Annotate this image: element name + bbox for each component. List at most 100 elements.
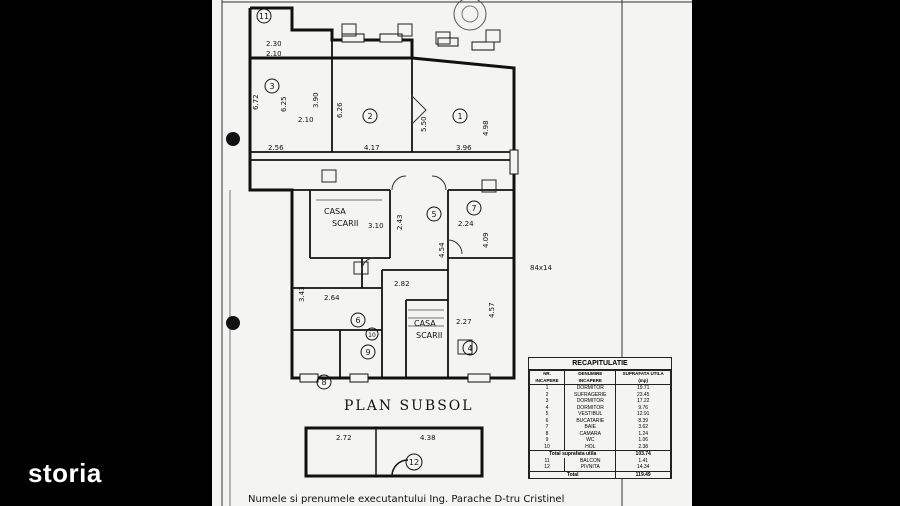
- dim-label: 4.54: [438, 242, 446, 258]
- dim-label: 3.43: [298, 286, 306, 302]
- room-number-labels: 1 2 3 4 5 6 7 8 9 10 11 12: [259, 12, 477, 467]
- recap-grand-total-label: Total: [528, 470, 617, 478]
- room-2-number: 2: [367, 112, 372, 121]
- dimension-labels: 2.30 2.10 6.72 6.25 3.90 2.10 6.26 5.50 …: [252, 40, 553, 326]
- floor-plan-sheet: 1 2 3 4 5 6 7 8 9 10 11 12 2.30 2.10 6.7…: [212, 0, 692, 506]
- basement-dim-1: 2.72: [336, 434, 352, 442]
- interior-walls: [250, 40, 514, 378]
- room-1-number: 1: [457, 112, 462, 121]
- plan-title: PLAN SUBSOL: [344, 398, 474, 414]
- exterior-walls: [248, 6, 516, 380]
- room-4-number: 4: [467, 344, 472, 353]
- binder-hole-bottom: [226, 316, 240, 330]
- table-cell: 12: [528, 464, 566, 471]
- room-numbers: [256, 8, 482, 471]
- stairs-hatch: [316, 199, 444, 327]
- table-cell: BALCON: [564, 457, 617, 464]
- dim-label: 4.17: [364, 144, 380, 152]
- dim-label: 6.26: [336, 102, 344, 118]
- recap-col-nr: NR. INCAPERE: [528, 370, 566, 385]
- table-cell: 14.34: [615, 464, 671, 471]
- dim-label: 2.64: [324, 294, 340, 302]
- room-6-number: 6: [355, 316, 360, 325]
- dim-label: 5.50: [420, 116, 428, 132]
- room-7-number: 7: [471, 204, 476, 213]
- dim-label: 2.43: [396, 214, 404, 230]
- table-cell: 19.71: [615, 384, 671, 392]
- room-10-number: 10: [368, 332, 376, 339]
- table-cell: 1.41: [615, 457, 671, 464]
- dim-label: 4.57: [488, 302, 496, 318]
- table-cell: VESTIBUL: [564, 411, 617, 418]
- table-cell: 17.22: [615, 398, 671, 405]
- dim-label: 3.90: [312, 92, 320, 108]
- dim-label: 2.10: [266, 50, 282, 58]
- basement-walls: [304, 426, 484, 478]
- table-cell: 2.38: [615, 443, 671, 451]
- table-cell: WC: [564, 437, 617, 444]
- stairwell-label-top-2: SCARII: [332, 219, 358, 228]
- table-cell: DORMITOR: [564, 384, 617, 392]
- room-5-number: 5: [431, 210, 436, 219]
- table-cell: 1: [528, 384, 566, 392]
- table-cell: HOL: [564, 443, 617, 451]
- table-cell: 3.62: [615, 424, 671, 431]
- windows: [299, 33, 519, 383]
- dim-label: 2.30: [266, 40, 282, 48]
- table-cell: 23.45: [615, 391, 671, 398]
- table-cell: DORMITOR: [564, 398, 617, 405]
- executor-footer: Numele si prenumele executantului Ing. P…: [248, 494, 565, 505]
- room-12-number: 12: [409, 458, 419, 467]
- recap-grand-total-value: 119.49: [615, 470, 671, 478]
- room-8-number: 8: [321, 378, 326, 387]
- table-cell: DORMITOR: [564, 404, 617, 411]
- table-cell: SUFRAGERIE: [564, 391, 617, 398]
- dim-label: 6.72: [252, 94, 260, 110]
- table-cell: 1.06: [615, 437, 671, 444]
- recap-col-area: SUPRAFATA UTILA (mp): [615, 370, 671, 385]
- room-9-number: 9: [365, 348, 370, 357]
- stairwell-labels: CASA SCARII CASA SCARII: [324, 207, 442, 340]
- fixtures: [321, 23, 501, 355]
- stamp-seal: [453, 0, 487, 31]
- stairwell-label-bottom-2: SCARII: [416, 331, 442, 340]
- stairwell-label-bottom-1: CASA: [414, 319, 436, 328]
- table-cell: 1.24: [615, 430, 671, 437]
- recap-title: RECAPITULATIE: [529, 358, 671, 370]
- dim-label: 84x14: [530, 264, 553, 272]
- floor-plan-drawing: 1 2 3 4 5 6 7 8 9 10 11 12 2.30 2.10 6.7…: [221, 0, 692, 506]
- dim-label: 3.96: [456, 144, 472, 152]
- table-cell: CAMARA: [564, 430, 617, 437]
- table-cell: 10: [528, 443, 566, 451]
- table-cell: 12.91: [615, 411, 671, 418]
- table-cell: BUCATARIE: [564, 417, 617, 424]
- stairwell-label-top-1: CASA: [324, 207, 346, 216]
- basement-dimensions: 2.72 4.38: [336, 434, 436, 442]
- recap-grid: NR. INCAPERE DENUMIRE INCAPERE SUPRAFATA…: [528, 370, 671, 478]
- table-cell: 8.39: [615, 417, 671, 424]
- brand-logo: storia: [28, 458, 102, 488]
- dim-label: 2.82: [394, 280, 410, 288]
- room-11-number: 11: [259, 12, 269, 21]
- basement-interior: [375, 428, 409, 477]
- dim-label: 4.98: [482, 120, 490, 136]
- recap-total-label: Total suprafata utila: [528, 450, 617, 458]
- dim-label: 4.09: [482, 232, 490, 248]
- room-3-number: 3: [269, 82, 274, 91]
- stamp-seal-inner: [461, 5, 479, 23]
- dim-label: 2.10: [298, 116, 314, 124]
- dim-label: 2.27: [456, 318, 472, 326]
